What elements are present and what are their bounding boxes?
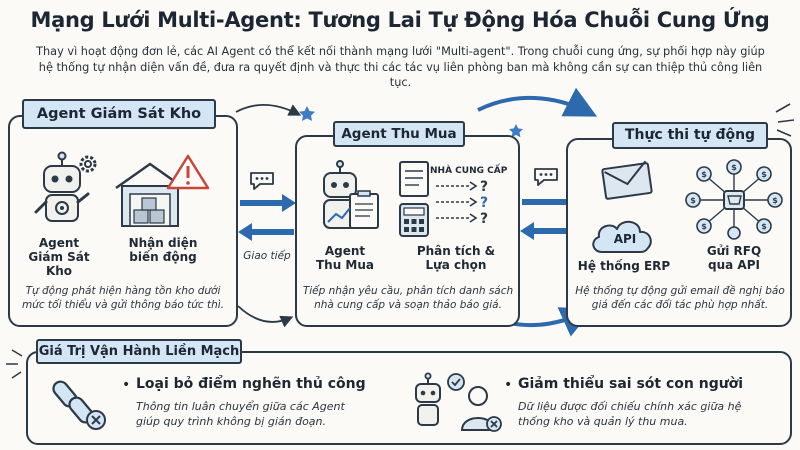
benefit-2-title: Giảm thiểu sai sót con người <box>518 376 744 392</box>
chat-bubble-icon <box>534 168 558 186</box>
warehouse-agent-note: Tự động phát hiện hàng tồn kho dưới mức … <box>21 285 225 311</box>
star-icon <box>509 124 523 138</box>
svg-text:$: $ <box>690 196 696 205</box>
benefits-label: Giá Trị Vận Hành Liền Mạch <box>36 339 242 364</box>
send-rfq-caption: Gửi RFQ qua API <box>706 244 762 272</box>
procurement-agent-caption: Agent Thu Mua <box>315 244 375 272</box>
robot-human-icon <box>415 372 502 432</box>
arrow-left-icon <box>238 223 294 241</box>
gear-icon <box>79 155 97 173</box>
supplier-options-icon: ? ? ? <box>436 179 488 227</box>
procurement-agent-label: Agent Thu Mua <box>333 121 465 147</box>
analyze-select-caption: Phân tích & Lựa chọn <box>416 244 496 272</box>
chat-bubble-icon <box>250 172 274 190</box>
arrow-right-icon <box>240 194 296 212</box>
robot-icon <box>34 151 90 222</box>
svg-text:$: $ <box>701 170 707 179</box>
automated-execution-note: Hệ thống tự động gửi email đề nghị báo g… <box>575 285 785 311</box>
svg-text:$: $ <box>731 163 737 172</box>
supplier-document-icon <box>399 161 429 237</box>
benefit-1-desc: Thông tin luân chuyển giữa các Agent giú… <box>136 400 345 428</box>
svg-text:$: $ <box>761 170 767 179</box>
supplier-tag: NHÀ CUNG CẤP <box>430 166 508 176</box>
star-icon <box>299 106 315 122</box>
svg-text:$: $ <box>701 222 707 231</box>
cloud-api-icon <box>592 220 652 253</box>
svg-text:?: ? <box>480 179 488 195</box>
warehouse-agent-caption: Agent Giám Sát Kho <box>28 236 90 278</box>
warehouse-agent-label: Agent Giám Sát Kho <box>22 99 216 129</box>
communication-label: Giao tiếp <box>243 250 291 262</box>
page-title: Mạng Lưới Multi-Agent: Tương Lai Tự Động… <box>30 8 770 32</box>
svg-text:?: ? <box>480 195 488 211</box>
svg-text:$: $ <box>761 222 767 231</box>
benefit-2-bullet: • <box>504 377 513 393</box>
arrow-left-icon <box>520 222 582 240</box>
procurement-agent-note: Tiếp nhận yêu cầu, phân tích danh sách n… <box>302 285 514 311</box>
warehouse-alert-icon <box>115 154 210 227</box>
erp-system-caption: Hệ thống ERP <box>577 259 671 273</box>
arrow-right-icon <box>522 193 584 211</box>
broken-chain-icon <box>52 380 106 430</box>
benefits-panel <box>26 351 792 445</box>
detect-variation-caption: Nhận diện biến động <box>128 236 198 264</box>
benefit-2-desc: Dữ liệu được đối chiếu chính xác giữa hệ… <box>518 400 742 428</box>
email-envelope-icon <box>601 160 653 200</box>
intro-text: Thay vì hoạt động đơn lẻ, các AI Agent c… <box>36 45 765 89</box>
benefit-1-bullet: • <box>122 377 131 393</box>
partner-network-icon: $ $ $ $ $ $ $ <box>685 159 783 240</box>
robot-shopping-icon <box>323 160 379 229</box>
benefit-1-title: Loại bỏ điểm nghẽn thủ công <box>136 376 366 392</box>
svg-text:$: $ <box>772 196 778 205</box>
svg-text:?: ? <box>480 211 488 227</box>
automated-execution-label: Thực thi tự động <box>612 122 768 149</box>
api-label: API <box>613 232 637 246</box>
